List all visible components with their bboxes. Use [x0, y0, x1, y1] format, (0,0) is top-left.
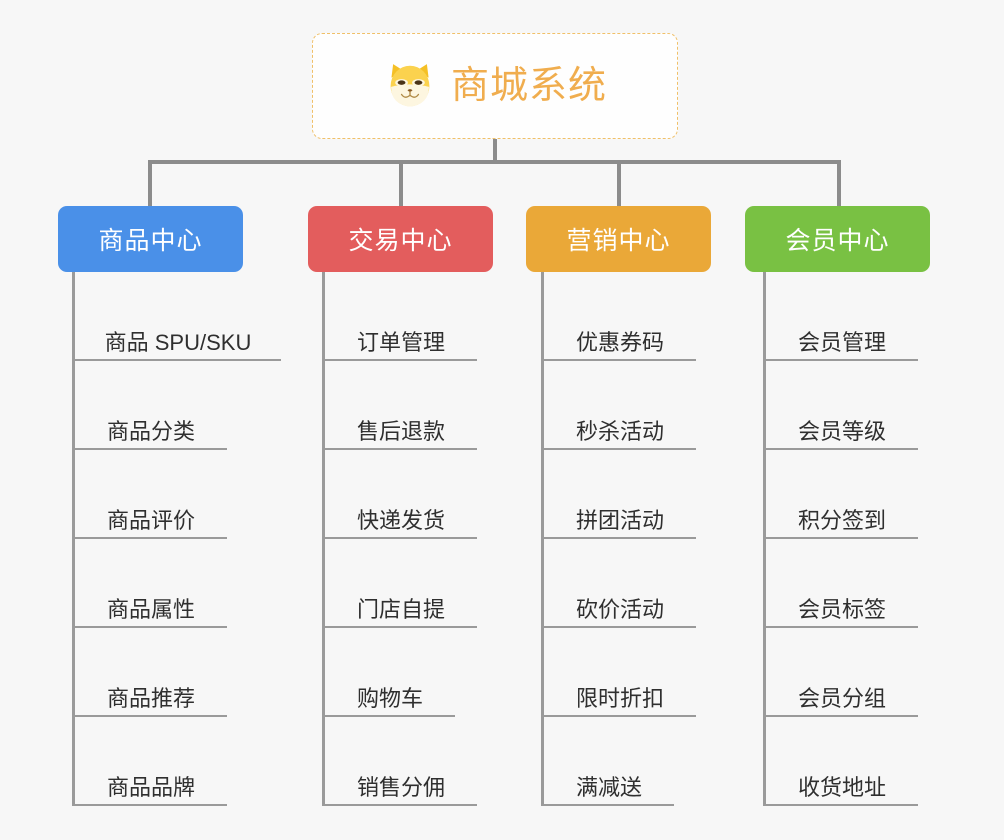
branch-trunk-1	[72, 272, 75, 806]
category-box-4[interactable]: 会员中心	[745, 206, 930, 272]
leaf-item[interactable]: 商品品牌	[75, 717, 227, 806]
category-title-2: 交易中心	[348, 227, 453, 255]
leaf-item-label: 积分签到	[797, 507, 886, 533]
leaf-item[interactable]: 收货地址	[766, 717, 918, 806]
leaf-item-label: 商品评价	[106, 507, 195, 533]
leaf-item[interactable]: 售后退款	[325, 361, 477, 450]
shiba-dog-icon	[383, 59, 437, 113]
leaf-item-label: 商品推荐	[106, 685, 195, 711]
leaf-item[interactable]: 购物车	[325, 628, 455, 717]
leaf-item-label: 会员分组	[797, 685, 886, 711]
branch-trunk-2	[322, 272, 325, 806]
leaf-item[interactable]: 会员标签	[766, 539, 918, 628]
category-title-3: 营销中心	[566, 227, 671, 255]
leaf-item-label: 优惠券码	[575, 329, 664, 355]
leaf-item[interactable]: 门店自提	[325, 539, 477, 628]
leaf-item[interactable]: 快递发货	[325, 450, 477, 539]
leaf-item-label: 购物车	[356, 685, 423, 711]
leaf-item-label: 销售分佣	[356, 774, 445, 800]
leaf-item-label: 会员等级	[797, 418, 886, 444]
connector-drop-4	[837, 160, 841, 206]
leaf-item-label: 商品 SPU/SKU	[104, 329, 252, 355]
leaf-item[interactable]: 商品推荐	[75, 628, 227, 717]
leaf-item[interactable]: 销售分佣	[325, 717, 477, 806]
category-box-1[interactable]: 商品中心	[58, 206, 243, 272]
leaf-item[interactable]: 拼团活动	[544, 450, 696, 539]
leaf-item[interactable]: 优惠券码	[544, 272, 696, 361]
leaf-item-label: 会员标签	[797, 596, 886, 622]
leaf-item-label: 收货地址	[797, 774, 886, 800]
root-title: 商城系统	[450, 65, 607, 107]
leaf-item[interactable]: 会员分组	[766, 628, 918, 717]
leaf-item[interactable]: 订单管理	[325, 272, 477, 361]
branch-trunk-4	[763, 272, 766, 806]
leaf-item-label: 售后退款	[356, 418, 445, 444]
leaf-item[interactable]: 积分签到	[766, 450, 918, 539]
leaf-item-label: 商品属性	[106, 596, 195, 622]
leaf-item[interactable]: 商品属性	[75, 539, 227, 628]
category-box-2[interactable]: 交易中心	[308, 206, 493, 272]
leaf-item[interactable]: 会员管理	[766, 272, 918, 361]
leaf-item-label: 商品品牌	[106, 774, 195, 800]
leaf-item[interactable]: 会员等级	[766, 361, 918, 450]
leaf-item-label: 满减送	[575, 774, 642, 800]
leaf-item-label: 商品分类	[106, 418, 195, 444]
branch-trunk-3	[541, 272, 544, 806]
leaf-item-label: 会员管理	[797, 329, 886, 355]
connector-root-stem	[493, 139, 497, 164]
connector-drop-3	[617, 160, 621, 206]
leaf-item[interactable]: 满减送	[544, 717, 674, 806]
leaf-item-label: 限时折扣	[575, 685, 664, 711]
leaf-item-label: 拼团活动	[575, 507, 664, 533]
leaf-item[interactable]: 限时折扣	[544, 628, 696, 717]
leaf-item-label: 门店自提	[356, 596, 445, 622]
connector-drop-1	[148, 160, 152, 206]
leaf-item-label: 砍价活动	[575, 596, 664, 622]
leaf-item[interactable]: 秒杀活动	[544, 361, 696, 450]
leaf-item[interactable]: 商品 SPU/SKU	[75, 272, 281, 361]
connector-horizontal-bus	[148, 160, 841, 164]
category-title-4: 会员中心	[785, 227, 890, 255]
leaf-item-label: 订单管理	[356, 329, 445, 355]
root-node[interactable]: 商城系统	[312, 33, 678, 139]
leaf-item-label: 秒杀活动	[575, 418, 664, 444]
leaf-item-label: 快递发货	[356, 507, 445, 533]
connector-drop-2	[399, 160, 403, 206]
leaf-item[interactable]: 商品分类	[75, 361, 227, 450]
category-box-3[interactable]: 营销中心	[526, 206, 711, 272]
category-title-1: 商品中心	[98, 227, 203, 255]
leaf-item[interactable]: 砍价活动	[544, 539, 696, 628]
leaf-item[interactable]: 商品评价	[75, 450, 227, 539]
